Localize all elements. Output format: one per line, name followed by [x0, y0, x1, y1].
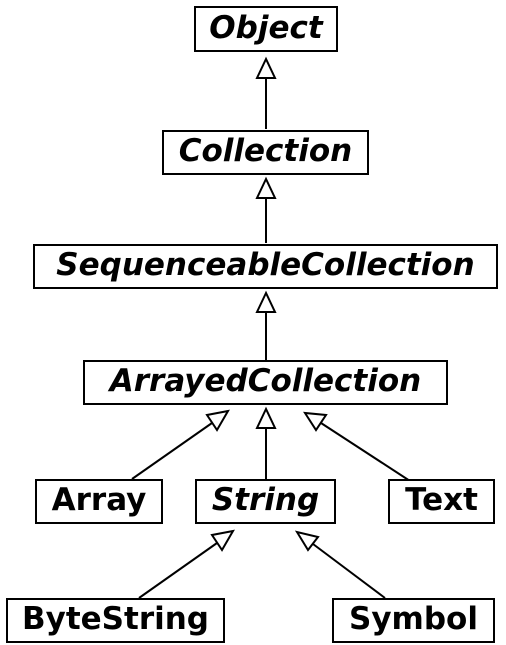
- class-arrayed-collection-label: ArrayedCollection: [109, 363, 422, 399]
- class-symbol-label: Symbol: [349, 601, 478, 637]
- class-bytestring-label: ByteString: [22, 601, 209, 637]
- arrow-symbol-to-string: [294, 530, 386, 599]
- class-sequenceable-collection: SequenceableCollection: [33, 244, 498, 289]
- class-collection: Collection: [162, 130, 369, 175]
- class-object: Object: [194, 6, 338, 52]
- arrow-bytestring-to-string: [138, 529, 235, 599]
- class-sequenceable-collection-label: SequenceableCollection: [56, 247, 475, 283]
- class-array: Array: [35, 479, 163, 524]
- class-array-label: Array: [51, 482, 147, 518]
- class-symbol: Symbol: [332, 598, 495, 643]
- class-bytestring: ByteString: [6, 598, 225, 643]
- arrow-string-to-arrayed: [255, 406, 277, 479]
- class-string-label: String: [211, 482, 320, 518]
- class-text: Text: [388, 479, 495, 524]
- arrow-arrayed-to-sequenceable: [255, 290, 277, 360]
- class-text-label: Text: [405, 482, 478, 518]
- class-collection-label: Collection: [178, 133, 353, 169]
- arrow-collection-to-object: [255, 56, 277, 129]
- class-object-label: Object: [209, 9, 323, 46]
- class-string: String: [195, 479, 336, 524]
- arrow-array-to-arrayed: [131, 409, 230, 480]
- arrow-text-to-arrayed: [303, 411, 411, 482]
- arrow-sequenceable-to-collection: [255, 176, 277, 243]
- class-arrayed-collection: ArrayedCollection: [83, 360, 448, 405]
